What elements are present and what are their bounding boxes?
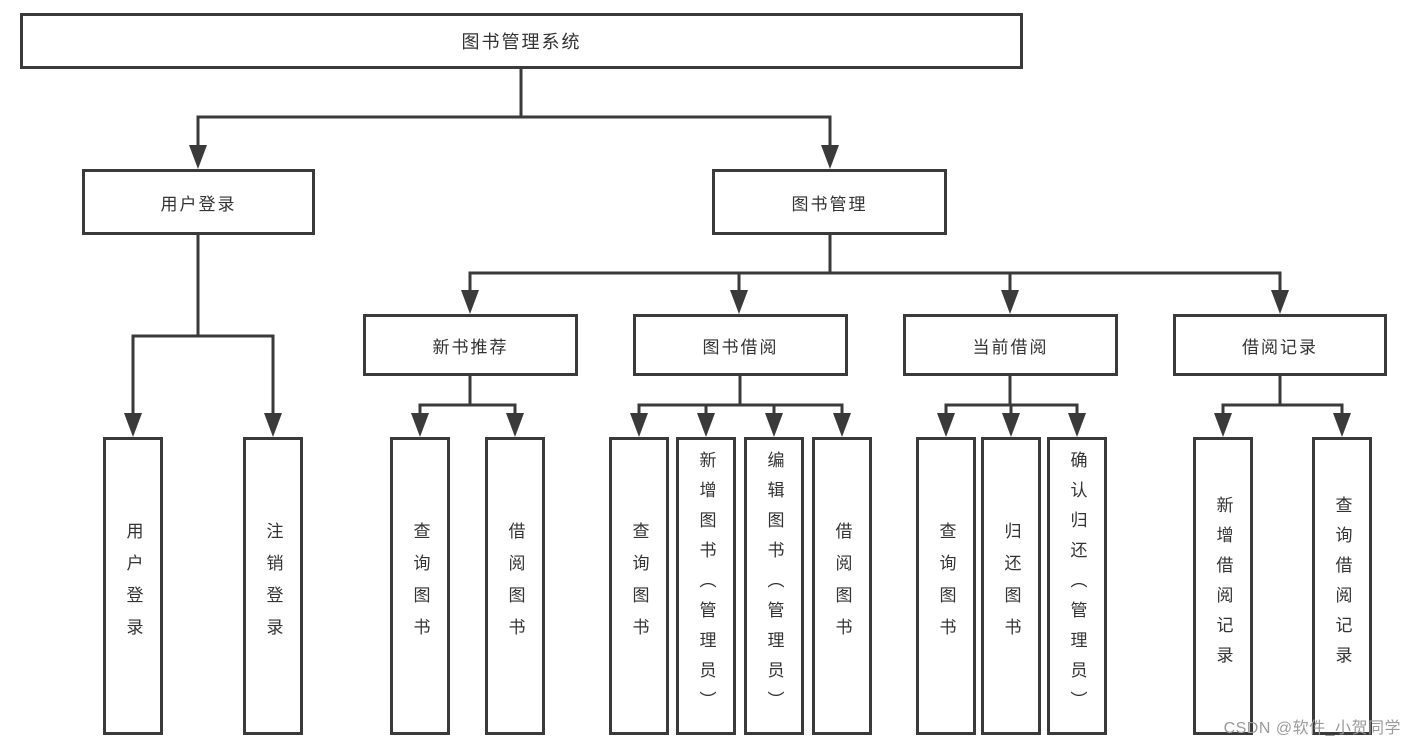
arrowhead-icon [506, 413, 524, 437]
node-current-borrowing: 当前借阅 [903, 314, 1118, 376]
node-borrowing-records: 借阅记录 [1173, 314, 1387, 376]
arrowhead-icon [765, 413, 783, 437]
connector-borrow-records-split [1221, 403, 1344, 420]
arrowhead-icon [1001, 290, 1019, 314]
leaf-borrow-books: 借阅图书 [812, 437, 872, 735]
leaf-query-books-borrow: 查询图书 [609, 437, 669, 735]
arrowhead-icon [189, 145, 207, 169]
arrowhead-icon [264, 413, 282, 437]
arrowhead-icon [833, 413, 851, 437]
leaf-query-books-recommend: 查询图书 [390, 437, 450, 735]
arrowhead-icon [1002, 413, 1020, 437]
arrowhead-icon [937, 413, 955, 437]
node-library-system: 图书管理系统 [20, 13, 1023, 69]
arrowhead-icon [461, 290, 479, 314]
arrowheads-group [124, 145, 1351, 437]
leaf-borrow-books-recommend: 借阅图书 [485, 437, 545, 735]
leaf-query-borrow-record: 查询借阅记录 [1312, 437, 1372, 735]
leaf-add-borrow-record: 新增借阅记录 [1193, 437, 1253, 735]
leaf-confirm-return-admin: 确认归还（管理员） [1047, 437, 1107, 735]
leaf-user-login: 用户登录 [103, 437, 163, 735]
connector-book-borrow-split [637, 403, 844, 420]
connector-current-borrow-split [944, 403, 1079, 420]
leaf-query-books-current: 查询图书 [916, 437, 976, 735]
arrowhead-icon [124, 413, 142, 437]
connector-book-mgmt-split [468, 271, 1282, 297]
arrowhead-icon [411, 413, 429, 437]
arrowhead-icon [1271, 290, 1289, 314]
arrowhead-icon [697, 413, 715, 437]
leaf-logout: 注销登录 [243, 437, 303, 735]
node-book-management: 图书管理 [712, 169, 947, 235]
arrowhead-icon [1068, 413, 1086, 437]
leaf-edit-books-admin: 编辑图书（管理员） [744, 437, 804, 735]
leaf-return-books: 归还图书 [981, 437, 1041, 735]
arrowhead-icon [1214, 413, 1232, 437]
connector-new-book-split [418, 403, 517, 420]
arrowhead-icon [821, 145, 839, 169]
connector-user-login-split [131, 334, 275, 420]
node-user-login: 用户登录 [82, 169, 315, 235]
arrowhead-icon [630, 413, 648, 437]
node-book-borrowing: 图书借阅 [633, 314, 848, 376]
arrowhead-icon [1333, 413, 1351, 437]
arrowhead-icon [730, 290, 748, 314]
node-new-book-recommend: 新书推荐 [363, 314, 578, 376]
csdn-watermark: CSDN @软件_小贺同学 [1223, 720, 1401, 737]
connector-root-split [196, 115, 832, 152]
leaf-add-books-admin: 新增图书（管理员） [676, 437, 736, 735]
